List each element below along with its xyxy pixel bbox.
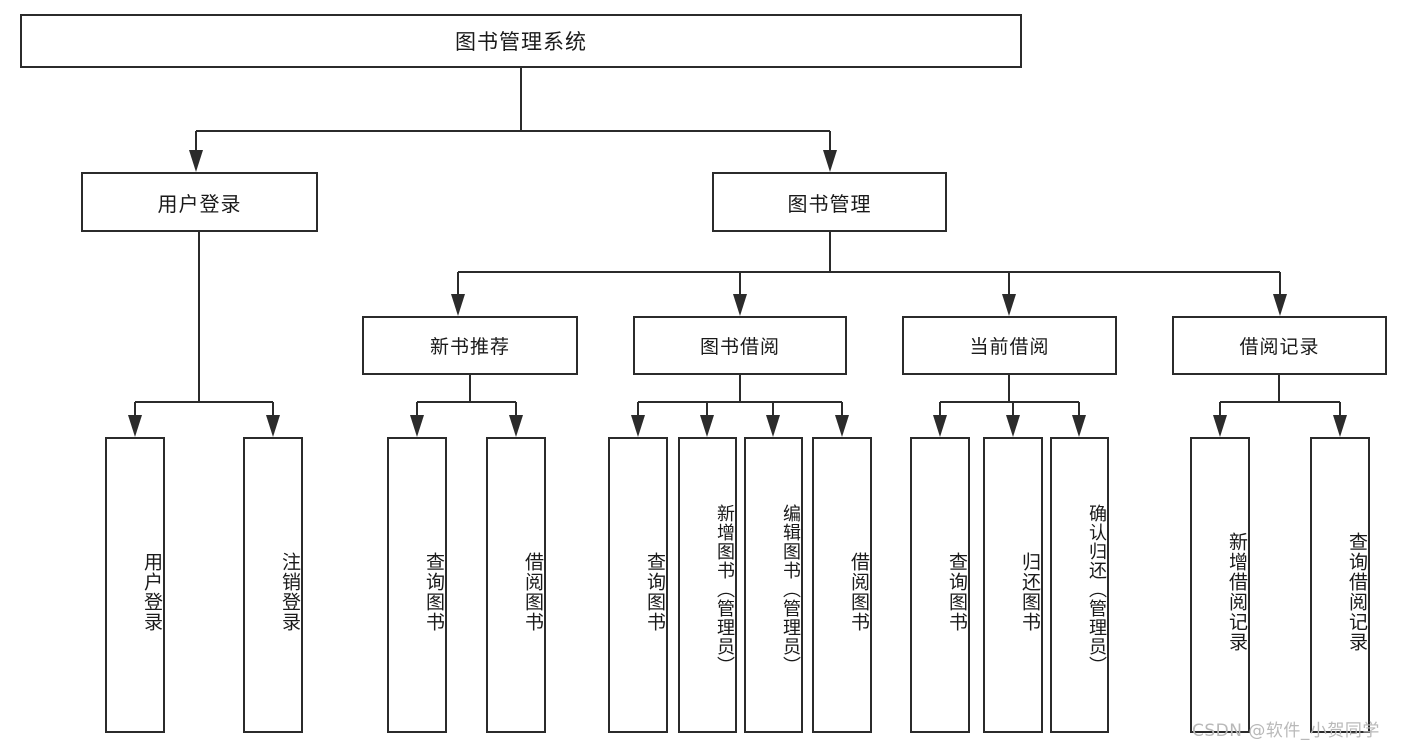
node-leaf-query-book-rec[interactable]: 查询图书 — [387, 437, 447, 733]
arrowhead-icon — [1273, 294, 1287, 316]
node-leaf-user-login[interactable]: 用户登录 — [105, 437, 165, 733]
node-label: 借阅记录 — [1239, 336, 1320, 358]
node-label: 查询图书 — [644, 552, 666, 632]
node-user-login[interactable]: 用户登录 — [81, 172, 318, 232]
arrowhead-icon — [933, 415, 947, 437]
node-leaf-borrow-book-rec[interactable]: 借阅图书 — [486, 437, 546, 733]
node-label: 查询图书 — [946, 552, 968, 632]
node-label: 编辑图书（管理员） — [780, 503, 801, 675]
node-label: 图书管理 — [787, 191, 872, 216]
node-new-book-recommend[interactable]: 新书推荐 — [362, 316, 578, 375]
arrowhead-icon — [631, 415, 645, 437]
node-label: 新增图书（管理员） — [714, 503, 735, 675]
arrowhead-icon — [1006, 415, 1020, 437]
node-label: 归还图书 — [1019, 552, 1041, 632]
node-current-borrow[interactable]: 当前借阅 — [902, 316, 1117, 375]
node-leaf-query-book-borrow[interactable]: 查询图书 — [608, 437, 668, 733]
arrowhead-icon — [451, 294, 465, 316]
node-label: 用户登录 — [141, 552, 163, 632]
node-label: 新书推荐 — [429, 336, 510, 358]
node-leaf-query-borrow-record[interactable]: 查询借阅记录 — [1310, 437, 1370, 733]
node-root[interactable]: 图书管理系统 — [20, 14, 1022, 68]
node-leaf-add-book-admin[interactable]: 新增图书（管理员） — [678, 437, 737, 733]
node-leaf-return-book[interactable]: 归还图书 — [983, 437, 1043, 733]
node-label: 确认归还（管理员） — [1086, 503, 1107, 675]
node-leaf-edit-book-admin[interactable]: 编辑图书（管理员） — [744, 437, 803, 733]
node-book-management[interactable]: 图书管理 — [712, 172, 947, 232]
arrowhead-icon — [410, 415, 424, 437]
node-label: 图书借阅 — [699, 336, 780, 358]
node-label: 新增借阅记录 — [1226, 532, 1248, 652]
node-leaf-confirm-return-admin[interactable]: 确认归还（管理员） — [1050, 437, 1109, 733]
node-leaf-user-logout[interactable]: 注销登录 — [243, 437, 303, 733]
node-label: 借阅图书 — [848, 552, 870, 632]
node-label: 当前借阅 — [969, 336, 1050, 358]
node-label: 图书管理系统 — [455, 30, 587, 54]
node-label: 查询借阅记录 — [1346, 532, 1368, 652]
arrowhead-icon — [1002, 294, 1016, 316]
watermark-text: CSDN @软件_小贺同学 — [1192, 721, 1380, 741]
node-label: 用户登录 — [157, 191, 242, 216]
arrowhead-icon — [509, 415, 523, 437]
node-label: 注销登录 — [279, 552, 301, 632]
arrowhead-icon — [1213, 415, 1227, 437]
node-leaf-query-book-cur[interactable]: 查询图书 — [910, 437, 970, 733]
arrowhead-icon — [128, 415, 142, 437]
arrowhead-icon — [733, 294, 747, 316]
arrowhead-icon — [189, 150, 203, 172]
arrowhead-icon — [766, 415, 780, 437]
arrowhead-icon — [1072, 415, 1086, 437]
node-book-borrow[interactable]: 图书借阅 — [633, 316, 847, 375]
node-leaf-add-borrow-record[interactable]: 新增借阅记录 — [1190, 437, 1250, 733]
node-label: 查询图书 — [423, 552, 445, 632]
arrowhead-icon — [823, 150, 837, 172]
node-borrow-record[interactable]: 借阅记录 — [1172, 316, 1387, 375]
node-label: 借阅图书 — [522, 552, 544, 632]
arrowhead-icon — [835, 415, 849, 437]
arrowhead-icon — [700, 415, 714, 437]
node-leaf-borrow-book[interactable]: 借阅图书 — [812, 437, 872, 733]
arrowhead-icon — [266, 415, 280, 437]
arrowhead-icon — [1333, 415, 1347, 437]
